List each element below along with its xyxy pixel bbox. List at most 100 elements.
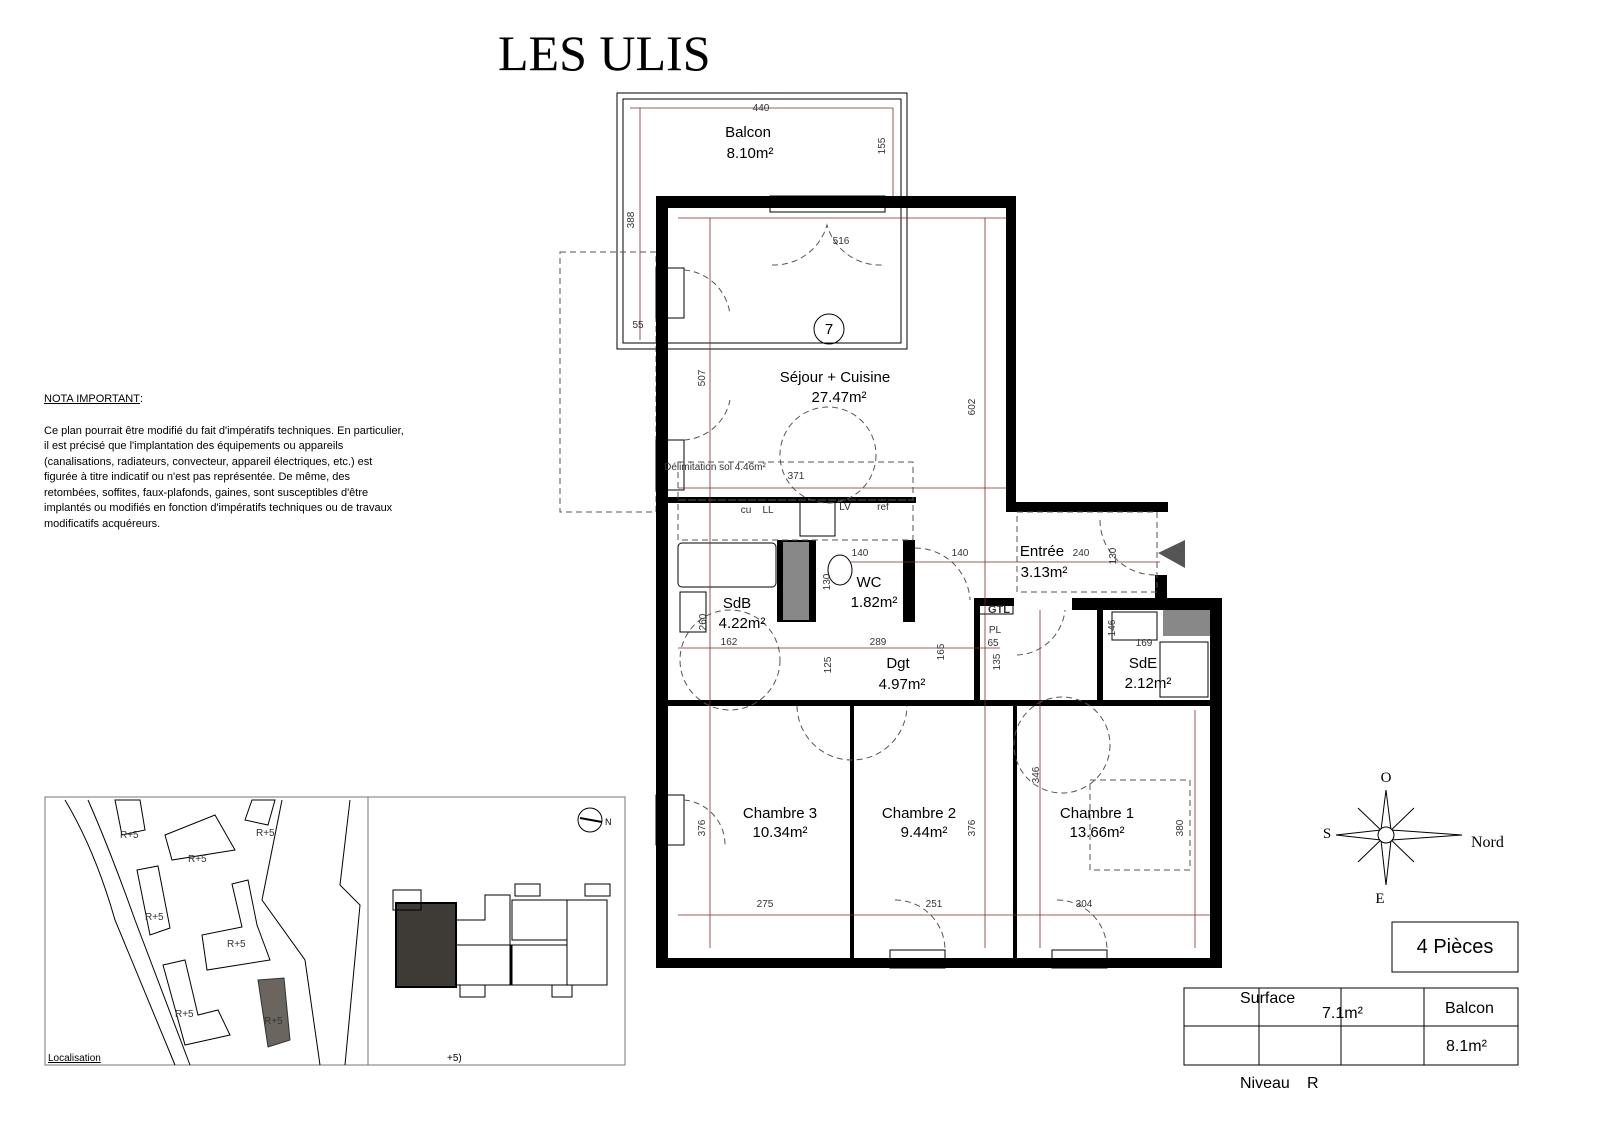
building-label: R+5: [120, 830, 139, 841]
dim-label: 346: [1031, 766, 1042, 783]
summary-table: Surface 7.1m² Balcon 8.1m² Niveau R: [1183, 987, 1519, 1092]
building-label: R+5: [145, 912, 164, 923]
dim-label: 380: [1175, 819, 1186, 836]
dim-label: 376: [967, 819, 978, 836]
fixtures: [677, 461, 1209, 871]
room-name-chambre-2: Chambre 2: [882, 805, 956, 822]
lot-number-marker: [813, 313, 845, 345]
dim-label: 140: [952, 548, 969, 559]
fixture-label-ll: LL: [762, 505, 774, 516]
building-label: R+5: [264, 1016, 283, 1027]
room-area-entree: 3.13m²: [1021, 564, 1068, 581]
dim-label: 251: [926, 899, 943, 910]
room-area-sde: 2.12m²: [1125, 675, 1172, 692]
niveau-label: Niveau: [1240, 1075, 1290, 1092]
room-name-sde: SdE: [1129, 655, 1157, 672]
pl-label: PL: [989, 625, 1002, 636]
fixture-label-cu: cu: [741, 505, 752, 516]
room-area-dgt: 4.97m²: [879, 676, 926, 693]
surface-label: Surface: [1240, 990, 1295, 1007]
interior-walls: [668, 497, 1210, 958]
windows: [655, 195, 1108, 969]
delimitation-label: Délimitation sol 4.46m²: [664, 462, 766, 473]
location-footnote: +5): [447, 1053, 462, 1064]
dim-label: 146: [1107, 619, 1118, 636]
pieces-label: 4 Pièces: [1417, 936, 1494, 958]
niveau-value: R: [1307, 1075, 1319, 1092]
balcony: [616, 92, 908, 350]
dim-label: 240: [1073, 548, 1090, 559]
room-name-wc: WC: [857, 574, 882, 591]
terrace-outline: [559, 251, 657, 513]
dim-label: 125: [823, 656, 834, 673]
building-label: R+5: [175, 1009, 194, 1020]
room-area-chambre-3: 10.34m²: [752, 824, 807, 841]
dim-label: 376: [697, 819, 708, 836]
dim-label: 165: [936, 643, 947, 660]
compass-west-label: O: [1381, 770, 1392, 786]
surface-value: 7.1m²: [1322, 1005, 1364, 1022]
dim-label: 140: [852, 548, 869, 559]
balcon-label: Balcon: [1445, 1000, 1494, 1017]
dim-label: 162: [721, 637, 738, 648]
important-note: NOTA IMPORTANT : Ce plan pourrait être m…: [44, 392, 404, 532]
room-area-chambre-1: 13.66m²: [1069, 824, 1124, 841]
dim-label: 304: [1076, 899, 1093, 910]
room-area-chambre-2: 9.44m²: [901, 824, 948, 841]
building-label: R+5: [256, 828, 275, 839]
room-name-chambre-1: Chambre 1: [1060, 805, 1134, 822]
dim-label: 440: [753, 103, 770, 114]
gtl-label: GTL: [988, 604, 1010, 616]
building-label: R+5: [188, 854, 207, 865]
fixture-label-ref: ref: [877, 502, 889, 513]
fixture-label-lv: LV: [839, 502, 851, 513]
note-heading-colon: :: [139, 393, 144, 405]
dim-label: 516: [833, 236, 850, 247]
dim-label: 371: [788, 471, 805, 482]
room-area-balcon: 8.10m²: [727, 145, 774, 162]
dim-label: 388: [626, 211, 637, 228]
dim-label: 155: [877, 137, 888, 154]
dim-label: 135: [992, 653, 1003, 670]
compass-east-label: E: [1375, 891, 1384, 907]
dim-label: 260: [698, 613, 709, 630]
building-label: R+5: [227, 939, 246, 950]
building-floor-plan-thumbnail: [392, 883, 611, 998]
room-name-sdb: SdB: [723, 595, 751, 612]
dim-label: 55: [632, 320, 644, 331]
room-name-entree: Entrée: [1020, 543, 1064, 560]
note-heading-text: NOTA IMPORTANT: [44, 393, 140, 405]
dim-label: 507: [697, 369, 708, 386]
compass-rose: O E S Nord: [1323, 770, 1504, 907]
balcon-value: 8.1m²: [1446, 1038, 1488, 1055]
dim-label: 275: [757, 899, 774, 910]
dim-label: 130: [822, 573, 833, 590]
note-heading: NOTA IMPORTANT :: [44, 392, 404, 408]
pieces-box: [1391, 921, 1519, 973]
dim-label: 602: [967, 398, 978, 415]
location-plan: R+5 R+5 R+5 R+5 R+5 R+5 R+5 Localisation…: [44, 796, 626, 1066]
note-body: Ce plan pourrait être modifié du fait d'…: [44, 424, 404, 530]
room-area-sejour: 27.47m²: [811, 389, 866, 406]
location-north-icon: [577, 807, 603, 833]
room-name-dgt: Dgt: [886, 655, 910, 672]
dim-label: 130: [1108, 547, 1119, 564]
room-area-wc: 1.82m²: [851, 594, 898, 611]
dimension-lines: [678, 217, 1210, 948]
room-name-balcon: Balcon: [725, 124, 771, 141]
dim-label: 65: [987, 638, 999, 649]
dim-label: 169: [1136, 638, 1153, 649]
compass-south-label: S: [1323, 826, 1331, 842]
lot-number: 7: [825, 321, 833, 338]
compass-north-label: Nord: [1471, 834, 1504, 851]
exterior-walls: [656, 196, 1222, 968]
room-name-sejour: Séjour + Cuisine: [780, 369, 890, 386]
room-name-chambre-3: Chambre 3: [743, 805, 817, 822]
location-label: Localisation: [48, 1053, 101, 1064]
plan-title: LES ULIS: [498, 25, 711, 81]
location-north-label: N: [605, 817, 612, 827]
room-area-sdb: 4.22m²: [719, 615, 766, 632]
door-swings: [679, 223, 1156, 951]
dim-label: 289: [870, 637, 887, 648]
